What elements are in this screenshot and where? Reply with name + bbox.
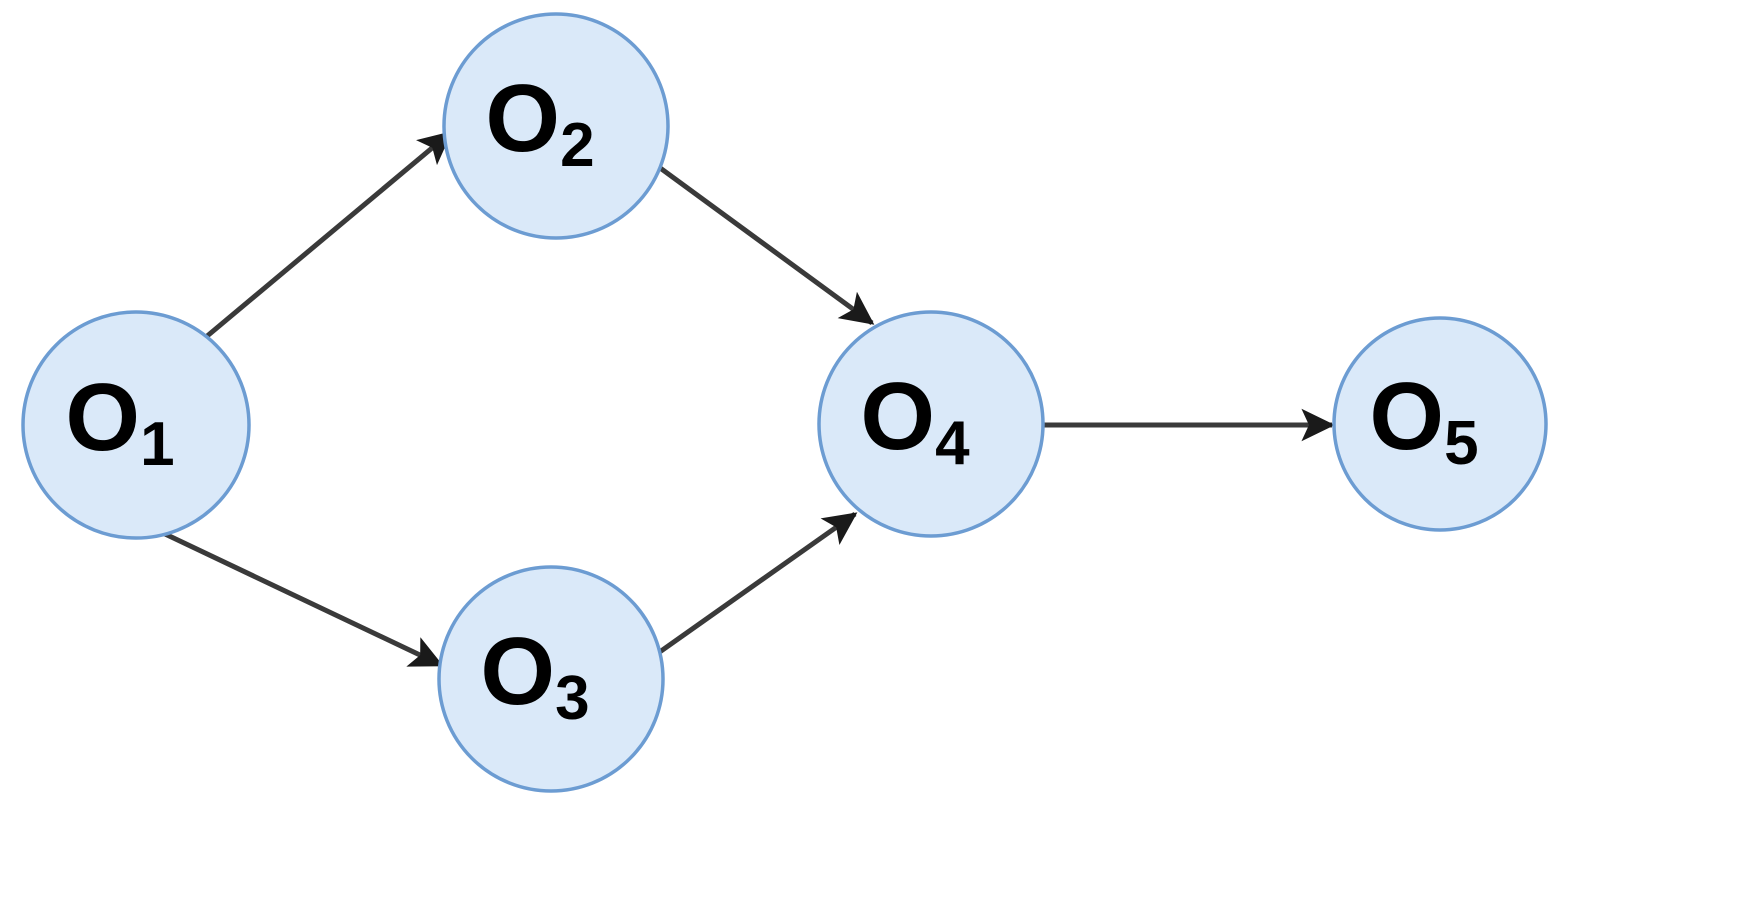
node-o2-circle[interactable] (442, 12, 670, 240)
edge-o2-to-o4 (650, 159, 875, 326)
edge-o1-to-o3 (161, 530, 444, 668)
node-o1[interactable]: O1 (21, 310, 251, 540)
node-o3-circle[interactable] (437, 565, 665, 793)
edges-layer (161, 131, 1335, 668)
edge-o3-to-o4 (652, 511, 858, 659)
node-o5[interactable]: O5 (1332, 316, 1548, 532)
node-o4-circle[interactable] (817, 310, 1045, 538)
node-o5-circle[interactable] (1332, 316, 1548, 532)
node-o2[interactable]: O2 (442, 12, 670, 240)
node-o3[interactable]: O3 (437, 565, 665, 793)
node-o4[interactable]: O4 (817, 310, 1045, 538)
nodes-layer: O1 O2 O3 O4 (21, 12, 1548, 793)
node-o1-circle[interactable] (21, 310, 251, 540)
edge-o1-to-o2 (204, 131, 453, 339)
